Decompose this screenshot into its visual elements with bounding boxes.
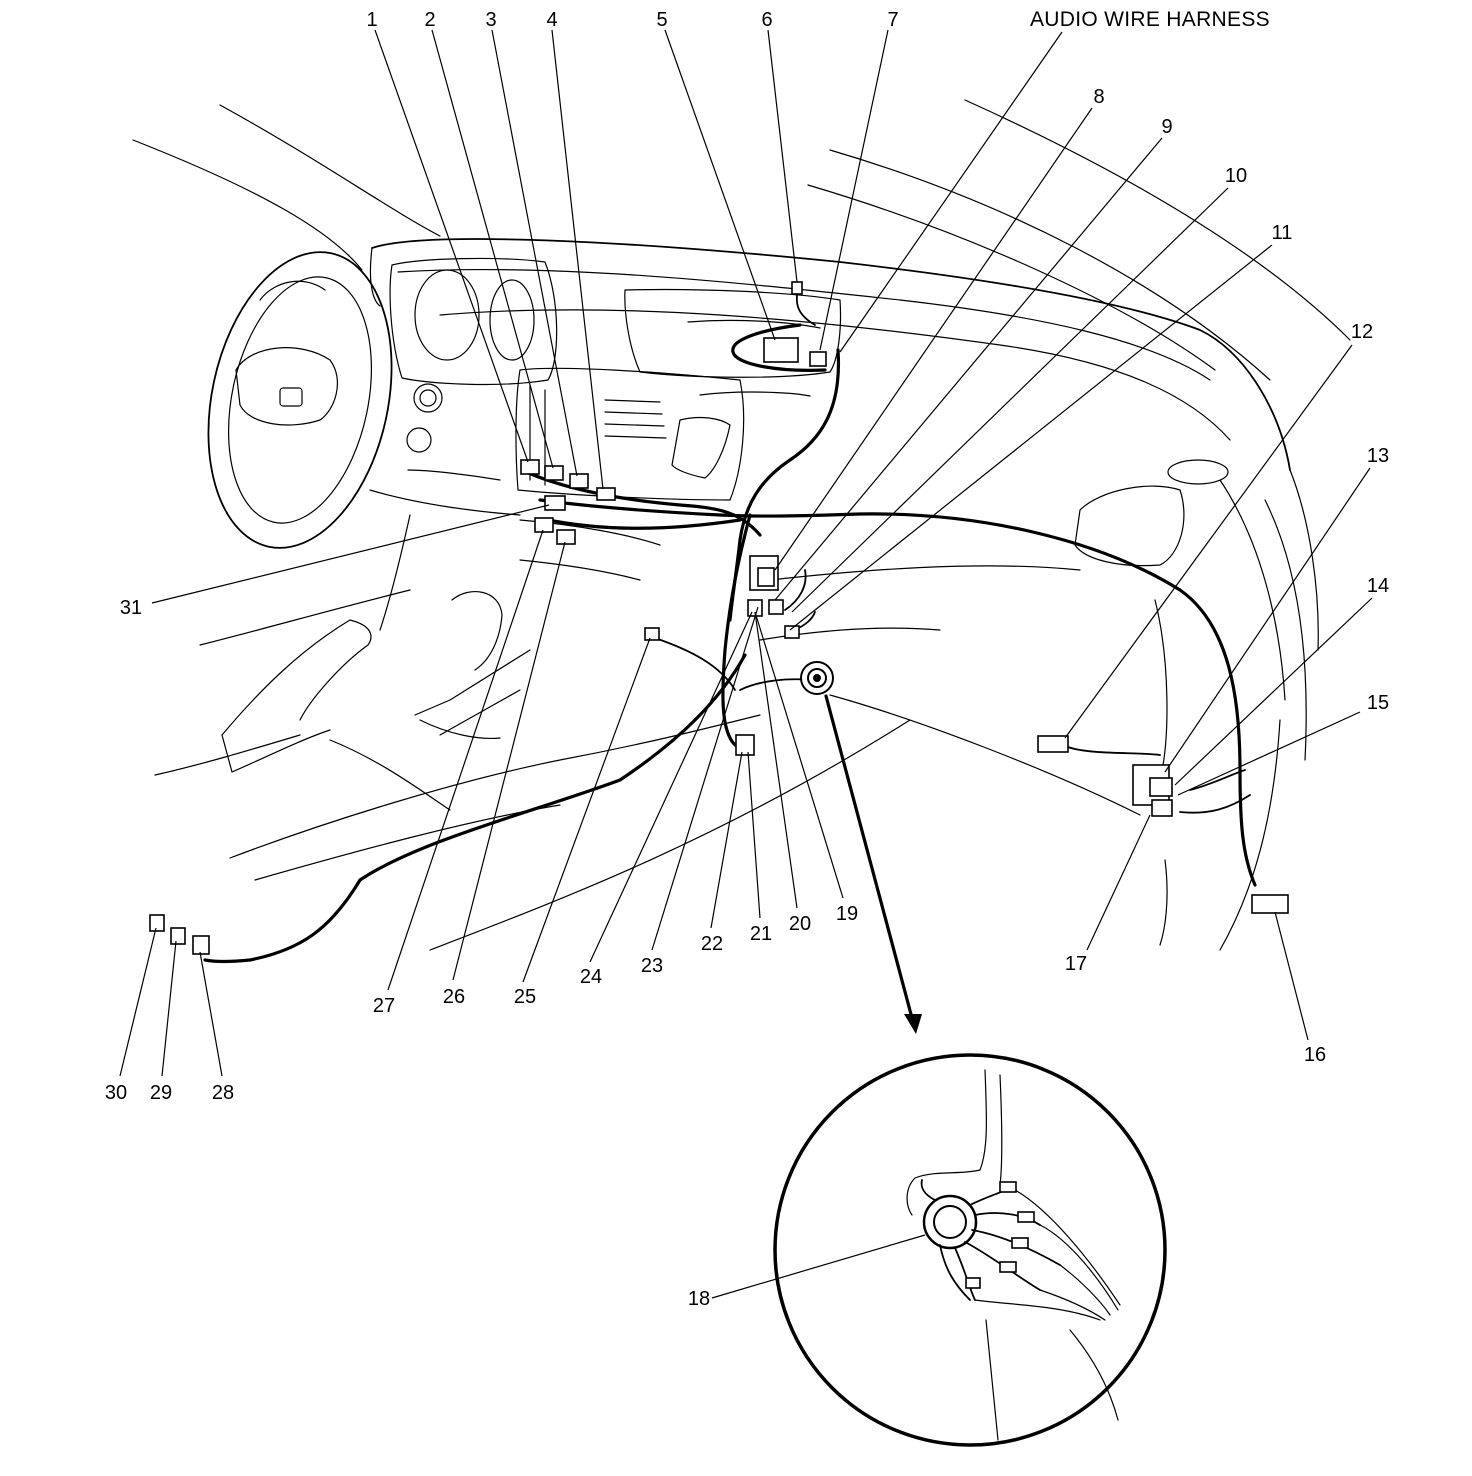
connector-29 — [170, 927, 186, 945]
connector-9 — [768, 599, 784, 615]
callout-28: 28 — [212, 1082, 234, 1104]
callout-25: 25 — [514, 986, 536, 1008]
callout-23: 23 — [641, 955, 663, 977]
callout-31: 31 — [120, 597, 142, 619]
callout-7: 7 — [887, 9, 898, 31]
callout-27: 27 — [373, 995, 395, 1017]
vehicle-interior-outline — [132, 99, 1351, 951]
connector-1 — [520, 459, 540, 475]
callout-21: 21 — [750, 923, 772, 945]
connector-12 — [1037, 735, 1069, 753]
connector-31 — [544, 495, 566, 511]
connector-21-22 — [735, 734, 755, 756]
callout-2: 2 — [424, 9, 435, 31]
connectors — [149, 281, 1289, 955]
callout-15: 15 — [1367, 692, 1389, 714]
detail-view — [773, 1053, 1167, 1447]
connector-display — [763, 337, 799, 363]
leader-lines — [119, 29, 1373, 1299]
callout-10: 10 — [1225, 165, 1247, 187]
callout-12: 12 — [1351, 321, 1373, 343]
callout-8: 8 — [1093, 86, 1104, 108]
callout-4: 4 — [546, 9, 557, 31]
antenna-connector — [800, 661, 834, 695]
callout-16: 16 — [1304, 1044, 1326, 1066]
connector-4 — [596, 487, 616, 501]
connector-28 — [192, 935, 210, 955]
callout-11: 11 — [1272, 222, 1293, 244]
callout-20: 20 — [789, 913, 811, 935]
callout-3: 3 — [485, 9, 496, 31]
callout-14: 14 — [1367, 575, 1389, 597]
connector-3 — [569, 473, 589, 489]
callout-30: 30 — [105, 1082, 127, 1104]
harness-wiring — [203, 294, 1257, 964]
connector-27 — [534, 517, 554, 533]
callout-24: 24 — [580, 966, 602, 988]
connector-11 — [784, 625, 800, 639]
diagram-title: AUDIO WIRE HARNESS — [1030, 8, 1270, 31]
callout-1: 1 — [366, 9, 377, 31]
connector-17 — [1151, 799, 1173, 817]
detail-pointer-arrowhead — [904, 1014, 922, 1034]
callout-17: 17 — [1065, 953, 1087, 975]
callout-13: 13 — [1367, 445, 1389, 467]
callout-9: 9 — [1161, 116, 1172, 138]
detail-pointer-arrow — [824, 694, 914, 1020]
callout-26: 26 — [443, 986, 465, 1008]
connector-14 — [1149, 777, 1173, 797]
callout-5: 5 — [656, 9, 667, 31]
connector-2 — [544, 465, 564, 481]
connector-16 — [1251, 894, 1289, 914]
connector-8-inner — [757, 567, 775, 587]
connector-26 — [556, 529, 576, 545]
connector-7 — [809, 351, 827, 367]
connector-25 — [644, 627, 660, 641]
callout-labels: 1 2 3 4 5 6 7 8 9 10 11 12 13 14 15 16 1… — [105, 9, 1389, 1310]
connector-30 — [149, 914, 165, 932]
callout-19: 19 — [836, 903, 858, 925]
callout-6: 6 — [761, 9, 772, 31]
connector-6 — [791, 281, 803, 295]
callout-29: 29 — [150, 1082, 172, 1104]
callout-22: 22 — [701, 933, 723, 955]
callout-18: 18 — [688, 1288, 710, 1310]
